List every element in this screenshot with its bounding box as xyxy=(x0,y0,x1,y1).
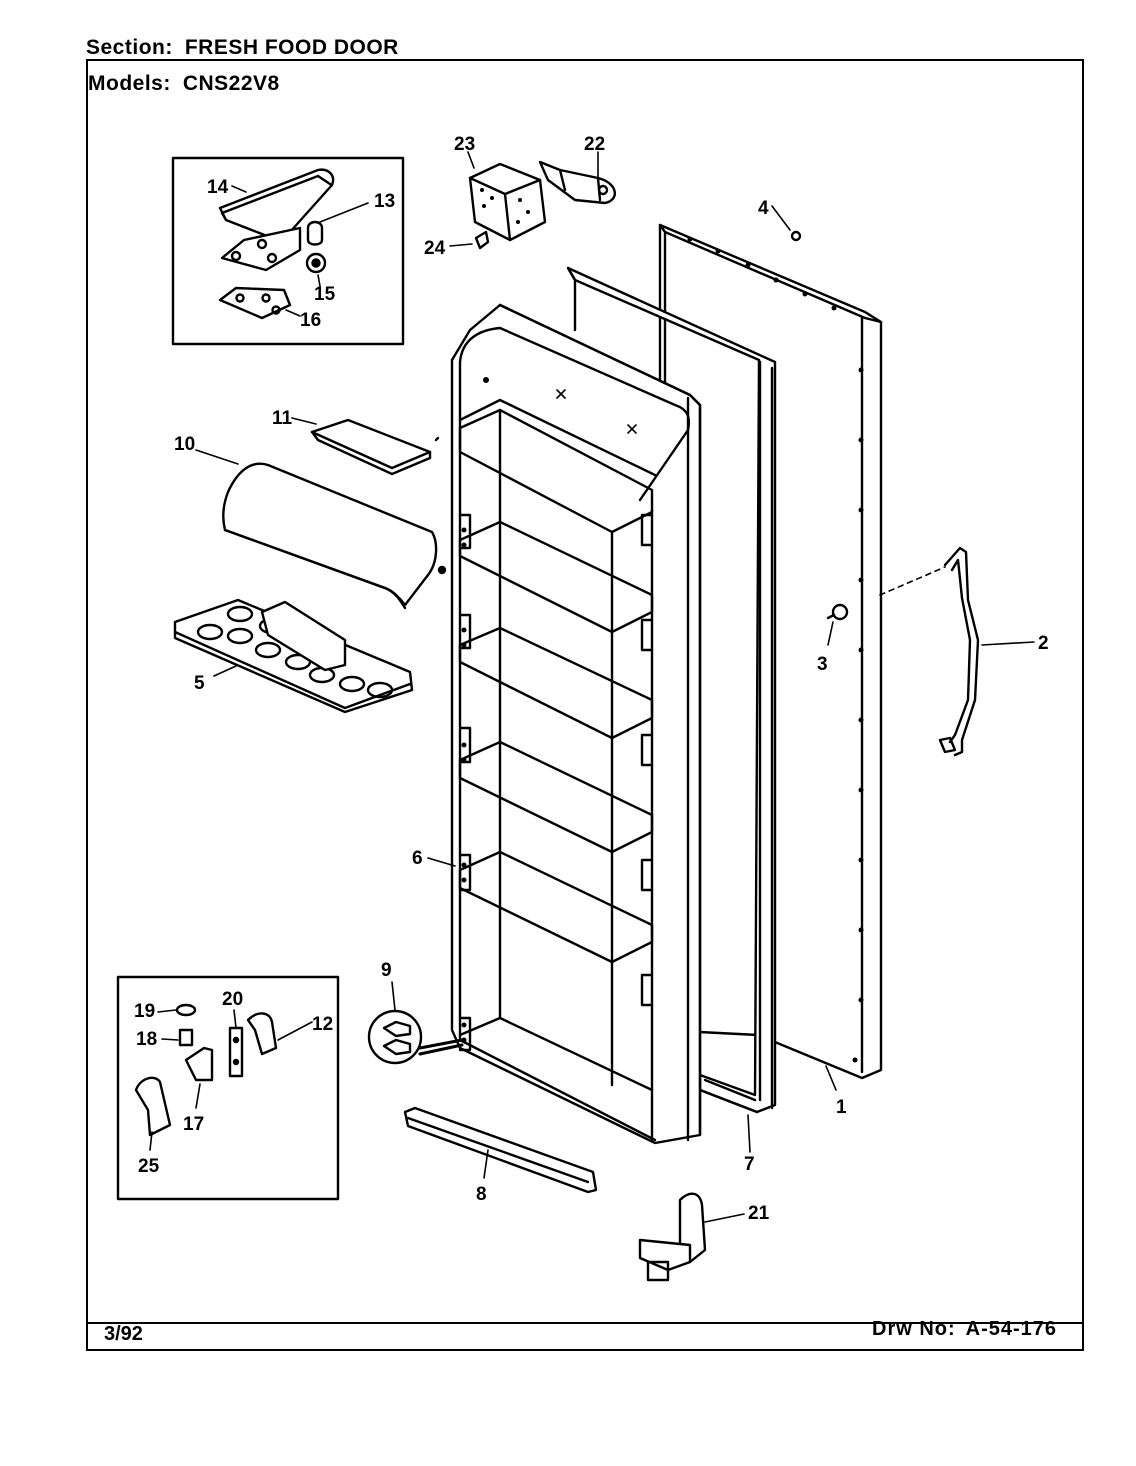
door-handle xyxy=(879,546,980,757)
section-header: Section: FRESH FOOD DOOR xyxy=(86,36,399,60)
drawing-frame xyxy=(86,59,1084,1351)
callout-24: 24 xyxy=(424,238,446,259)
models-header: Models: CNS22V8 xyxy=(88,72,280,96)
section-label: Section: xyxy=(86,36,173,59)
models-label: Models: xyxy=(88,72,171,95)
drawing-number-value: A-54-176 xyxy=(965,1318,1058,1340)
models-value: CNS22V8 xyxy=(182,72,280,95)
drawing-number: Drw No: A-54-176 xyxy=(872,1318,1057,1341)
callout-13: 13 xyxy=(374,191,395,212)
callout-5: 5 xyxy=(194,673,205,694)
callout-11: 11 xyxy=(272,408,293,429)
hinge-parts-inset xyxy=(116,975,340,1201)
shelf-cover-11 xyxy=(310,418,440,476)
callout-21: 21 xyxy=(748,1203,770,1224)
footer-divider xyxy=(86,1322,1084,1324)
callout-22: 22 xyxy=(584,134,605,155)
callout-20: 20 xyxy=(222,989,243,1010)
callout-14: 14 xyxy=(207,177,229,198)
callout-16: 16 xyxy=(300,310,321,331)
callout-23: 23 xyxy=(454,134,475,155)
callout-17: 17 xyxy=(183,1114,204,1135)
dairy-door-10 xyxy=(222,462,447,610)
section-value: FRESH FOOD DOOR xyxy=(184,36,399,59)
callout-9: 9 xyxy=(381,960,392,981)
callout-15: 15 xyxy=(314,284,336,305)
door-liner xyxy=(450,303,702,1145)
callout-1: 1 xyxy=(836,1097,847,1118)
callout-4: 4 xyxy=(758,198,769,219)
callout-12: 12 xyxy=(312,1014,333,1035)
callout-18: 18 xyxy=(136,1029,157,1050)
handle-plug-3 xyxy=(826,603,849,621)
callout-6: 6 xyxy=(412,848,423,869)
egg-tray-5 xyxy=(173,598,414,714)
clip-9 xyxy=(367,1009,464,1065)
drawing-date: 3/92 xyxy=(104,1323,143,1345)
callout-25: 25 xyxy=(138,1156,160,1177)
screw-4 xyxy=(790,230,802,242)
callout-2: 2 xyxy=(1038,633,1049,654)
callout-10: 10 xyxy=(174,434,195,455)
hinge-cover-inset xyxy=(171,156,405,346)
callout-8: 8 xyxy=(476,1184,487,1205)
bottom-rail-8 xyxy=(403,1106,598,1194)
callout-labels: 1 2 3 4 5 6 7 8 9 10 11 12 13 14 15 16 1… xyxy=(134,134,1049,1224)
callout-3: 3 xyxy=(817,654,828,675)
hinge-21 xyxy=(638,1192,707,1282)
control-parts-22-24 xyxy=(468,160,616,250)
leader-lines xyxy=(149,151,1035,1223)
callout-19: 19 xyxy=(134,1001,155,1022)
drawing-number-label: Drw No: xyxy=(872,1318,956,1340)
callout-7: 7 xyxy=(744,1154,755,1175)
